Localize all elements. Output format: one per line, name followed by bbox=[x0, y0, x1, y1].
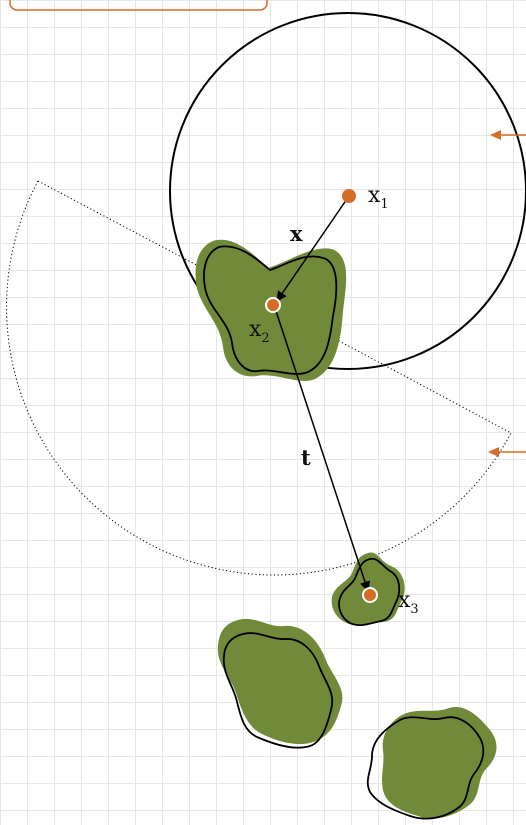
arrow-left-icon bbox=[490, 130, 526, 140]
label-x2: x2 bbox=[249, 317, 270, 346]
vector-x-arrow bbox=[276, 195, 350, 302]
point-x3 bbox=[362, 587, 378, 603]
label-vector-t: t bbox=[301, 445, 311, 470]
point-x2 bbox=[265, 297, 281, 313]
vector-t-arrow bbox=[273, 304, 371, 592]
dotted-sector bbox=[6, 180, 512, 576]
arrow-left-icon bbox=[488, 447, 526, 457]
blob-4 bbox=[366, 707, 497, 820]
blob-3 bbox=[217, 618, 343, 749]
top-panel-box bbox=[9, 0, 268, 11]
point-x1 bbox=[342, 189, 356, 203]
label-vector-x: x bbox=[290, 221, 303, 246]
large-circle bbox=[169, 12, 526, 370]
label-x3: x3 bbox=[398, 588, 419, 617]
label-x1: x1 bbox=[368, 183, 389, 212]
